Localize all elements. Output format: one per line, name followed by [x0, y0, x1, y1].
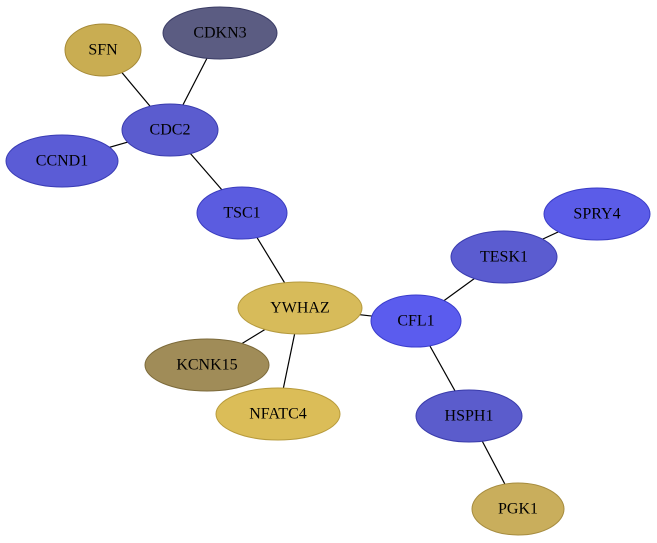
node-label: CCND1 — [36, 153, 88, 170]
node-label: SFN — [88, 42, 118, 59]
node-sfn[interactable]: SFN — [64, 23, 142, 77]
node-label: TSC1 — [223, 205, 260, 222]
node-tsc1[interactable]: TSC1 — [196, 186, 288, 240]
node-ellipse[interactable] — [450, 230, 558, 284]
node-ellipse[interactable] — [415, 389, 523, 443]
node-ellipse[interactable] — [215, 387, 341, 441]
node-ellipse[interactable] — [237, 281, 363, 335]
node-kcnk15[interactable]: KCNK15 — [144, 338, 270, 392]
node-ellipse[interactable] — [121, 103, 219, 157]
node-tesk1[interactable]: TESK1 — [450, 230, 558, 284]
node-ellipse[interactable] — [370, 294, 462, 348]
node-ellipse[interactable] — [196, 186, 288, 240]
node-label: YWHAZ — [270, 300, 330, 317]
node-hsph1[interactable]: HSPH1 — [415, 389, 523, 443]
node-label: NFATC4 — [249, 406, 307, 423]
node-label: CDKN3 — [193, 25, 246, 42]
node-ellipse[interactable] — [543, 187, 651, 241]
node-ellipse[interactable] — [64, 23, 142, 77]
node-ellipse[interactable] — [144, 338, 270, 392]
node-nfatc4[interactable]: NFATC4 — [215, 387, 341, 441]
node-ccnd1[interactable]: CCND1 — [5, 134, 119, 188]
node-cfl1[interactable]: CFL1 — [370, 294, 462, 348]
node-label: SPRY4 — [573, 206, 620, 223]
node-cdc2[interactable]: CDC2 — [121, 103, 219, 157]
node-cdkn3[interactable]: CDKN3 — [162, 6, 278, 60]
node-label: KCNK15 — [176, 357, 237, 374]
node-ellipse[interactable] — [162, 6, 278, 60]
node-ellipse[interactable] — [471, 482, 565, 536]
node-label: HSPH1 — [445, 408, 494, 425]
node-spry4[interactable]: SPRY4 — [543, 187, 651, 241]
node-pgk1[interactable]: PGK1 — [471, 482, 565, 536]
node-label: TESK1 — [480, 249, 528, 266]
node-label: CFL1 — [397, 313, 434, 330]
node-ywhaz[interactable]: YWHAZ — [237, 281, 363, 335]
node-label: CDC2 — [150, 122, 191, 139]
node-label: PGK1 — [498, 501, 538, 518]
node-ellipse[interactable] — [5, 134, 119, 188]
